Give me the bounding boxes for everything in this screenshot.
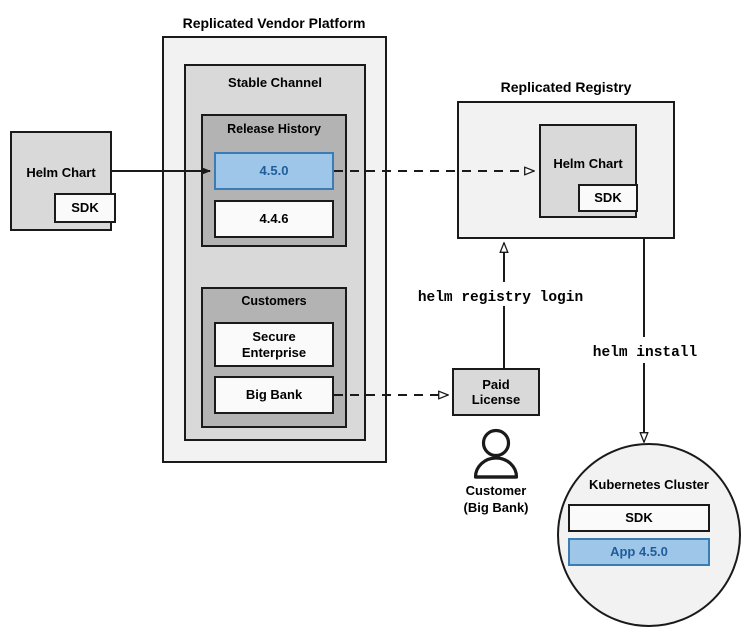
release-version-4-4-6[interactable]: 4.4.6 (214, 200, 334, 238)
customer-label: Customer (Big Bank) (463, 483, 529, 515)
customers-title: Customers (241, 294, 307, 308)
vendor-platform-title: Replicated Vendor Platform (182, 15, 366, 31)
stable-channel-title: Stable Channel (228, 75, 322, 90)
registry-title: Replicated Registry (500, 79, 632, 95)
person-icon (473, 428, 519, 479)
cluster-item-sdk[interactable]: SDK (568, 504, 710, 532)
paid-license-box[interactable]: Paid License (452, 368, 540, 416)
command-helm-registry-login: helm registry login (417, 290, 584, 306)
release-history-title: Release History (227, 122, 321, 136)
customer-secure-enterprise[interactable]: Secure Enterprise (214, 322, 334, 367)
cluster-item-app[interactable]: App 4.5.0 (568, 538, 710, 566)
release-version-4-5-0[interactable]: 4.5.0 (214, 152, 334, 190)
command-helm-install: helm install (592, 345, 698, 361)
kubernetes-cluster-circle (557, 443, 741, 627)
source-helm-chart-sdk[interactable]: SDK (54, 193, 116, 223)
registry-helm-chart-sdk[interactable]: SDK (578, 184, 638, 212)
kubernetes-cluster-title: Kubernetes Cluster (589, 477, 709, 492)
customer-big-bank[interactable]: Big Bank (214, 376, 334, 414)
